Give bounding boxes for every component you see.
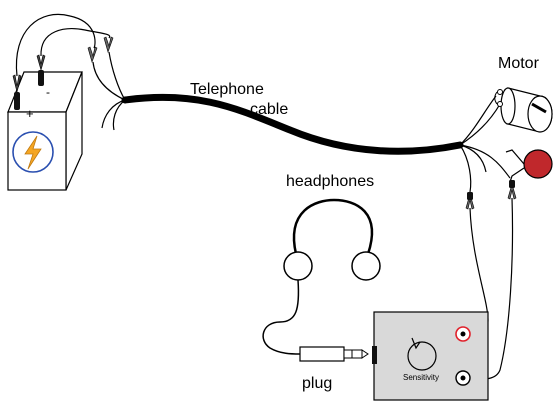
cable-label: cable [250,101,288,118]
sensitivity-knob[interactable] [407,341,437,371]
headphones [283,198,381,281]
motor-label: Motor [498,55,540,72]
headphones-label: headphones [286,173,374,190]
cable-right-fan [459,95,511,193]
headphone-cord [262,279,301,355]
right-clips [465,180,517,210]
sensitivity-label: Sensitivity [403,373,439,382]
plug [299,346,369,362]
plus-terminal-label: + [26,106,34,121]
telephone-label: Telephone [190,81,264,98]
headphone-jack [372,346,377,364]
motor [494,87,553,133]
battery-clips [12,36,114,110]
telephone-cable [121,93,464,155]
lamp [505,149,553,183]
plug-label: plug [302,375,332,392]
minus-terminal-label: - [46,85,50,99]
detector-box: Sensitivity [372,311,489,401]
battery: + - [7,71,83,191]
lightning-icon [24,135,42,170]
